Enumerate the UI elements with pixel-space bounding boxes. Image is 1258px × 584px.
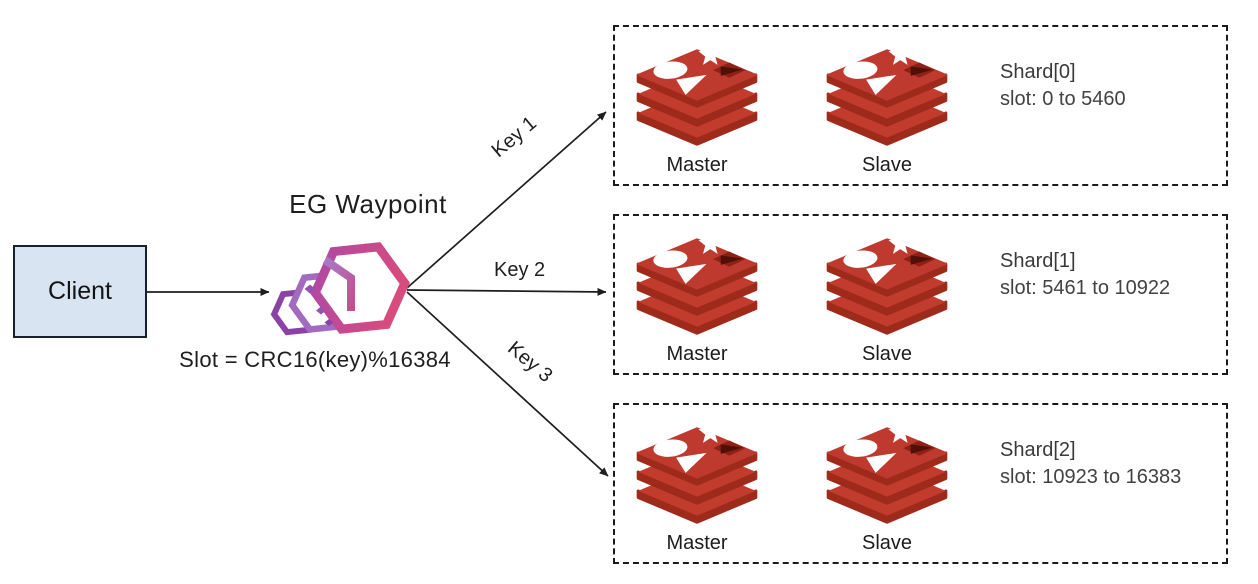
shard2-name: Shard[2] <box>1000 439 1076 461</box>
redis-database-icon <box>820 224 954 338</box>
shard2-slot-range: slot: 10923 to 16383 <box>1000 466 1182 488</box>
master-label: Master <box>666 154 728 176</box>
shard2-master-node: Master <box>630 413 764 555</box>
shard1-info: Shard[1] slot: 5461 to 10922 <box>1000 248 1170 302</box>
cube-fragment <box>324 319 334 326</box>
shard0-master-node: Master <box>630 35 764 177</box>
cube-edge <box>322 256 355 311</box>
slave-label: Slave <box>861 532 913 554</box>
shard0-name: Shard[0] <box>1000 61 1076 83</box>
master-label: Master <box>666 532 728 554</box>
shard-box-1: Master Slave Shard[1] slot: 5461 to 1092… <box>613 214 1228 375</box>
key2-label: Key 2 <box>494 259 546 281</box>
redis-database-icon <box>630 413 764 527</box>
cube-fragment <box>316 306 326 315</box>
slot-formula: Slot = CRC16(key)%16384 <box>179 347 451 372</box>
client-node: Client <box>13 245 147 338</box>
master-label: Master <box>666 343 728 365</box>
shard1-name: Shard[1] <box>1000 250 1076 272</box>
key3-label: Key 3 <box>503 337 557 387</box>
shard1-slave-node: Slave <box>820 224 954 366</box>
redis-database-icon <box>630 35 764 149</box>
eg-waypoint-logo-icon <box>270 242 410 336</box>
shard0-slave-node: Slave <box>820 35 954 177</box>
slave-label: Slave <box>861 154 913 176</box>
redis-database-icon <box>630 224 764 338</box>
redis-database-icon <box>820 413 954 527</box>
shard-box-0: Master Slave Shard[0] slot: 0 to 5460 <box>613 25 1228 186</box>
shard1-slot-range: slot: 5461 to 10922 <box>1000 277 1171 299</box>
waypoint-title: EG Waypoint <box>289 189 447 219</box>
client-label: Client <box>48 277 112 305</box>
key1-label: Key 1 <box>487 112 541 162</box>
slave-label: Slave <box>861 343 913 365</box>
cube-fragment <box>304 284 316 294</box>
shard-box-2: Master Slave Shard[2] slot: 10923 to 163… <box>613 403 1228 564</box>
arrow-key2-to-shard1 <box>406 287 607 296</box>
redis-database-icon <box>820 35 954 149</box>
shard2-info: Shard[2] slot: 10923 to 16383 <box>1000 437 1181 491</box>
arrow-key3-to-shard2 <box>406 291 609 477</box>
shard0-info: Shard[0] slot: 0 to 5460 <box>1000 59 1126 113</box>
shard2-slave-node: Slave <box>820 413 954 555</box>
shard0-slot-range: slot: 0 to 5460 <box>1000 88 1126 110</box>
shard1-master-node: Master <box>630 224 764 366</box>
